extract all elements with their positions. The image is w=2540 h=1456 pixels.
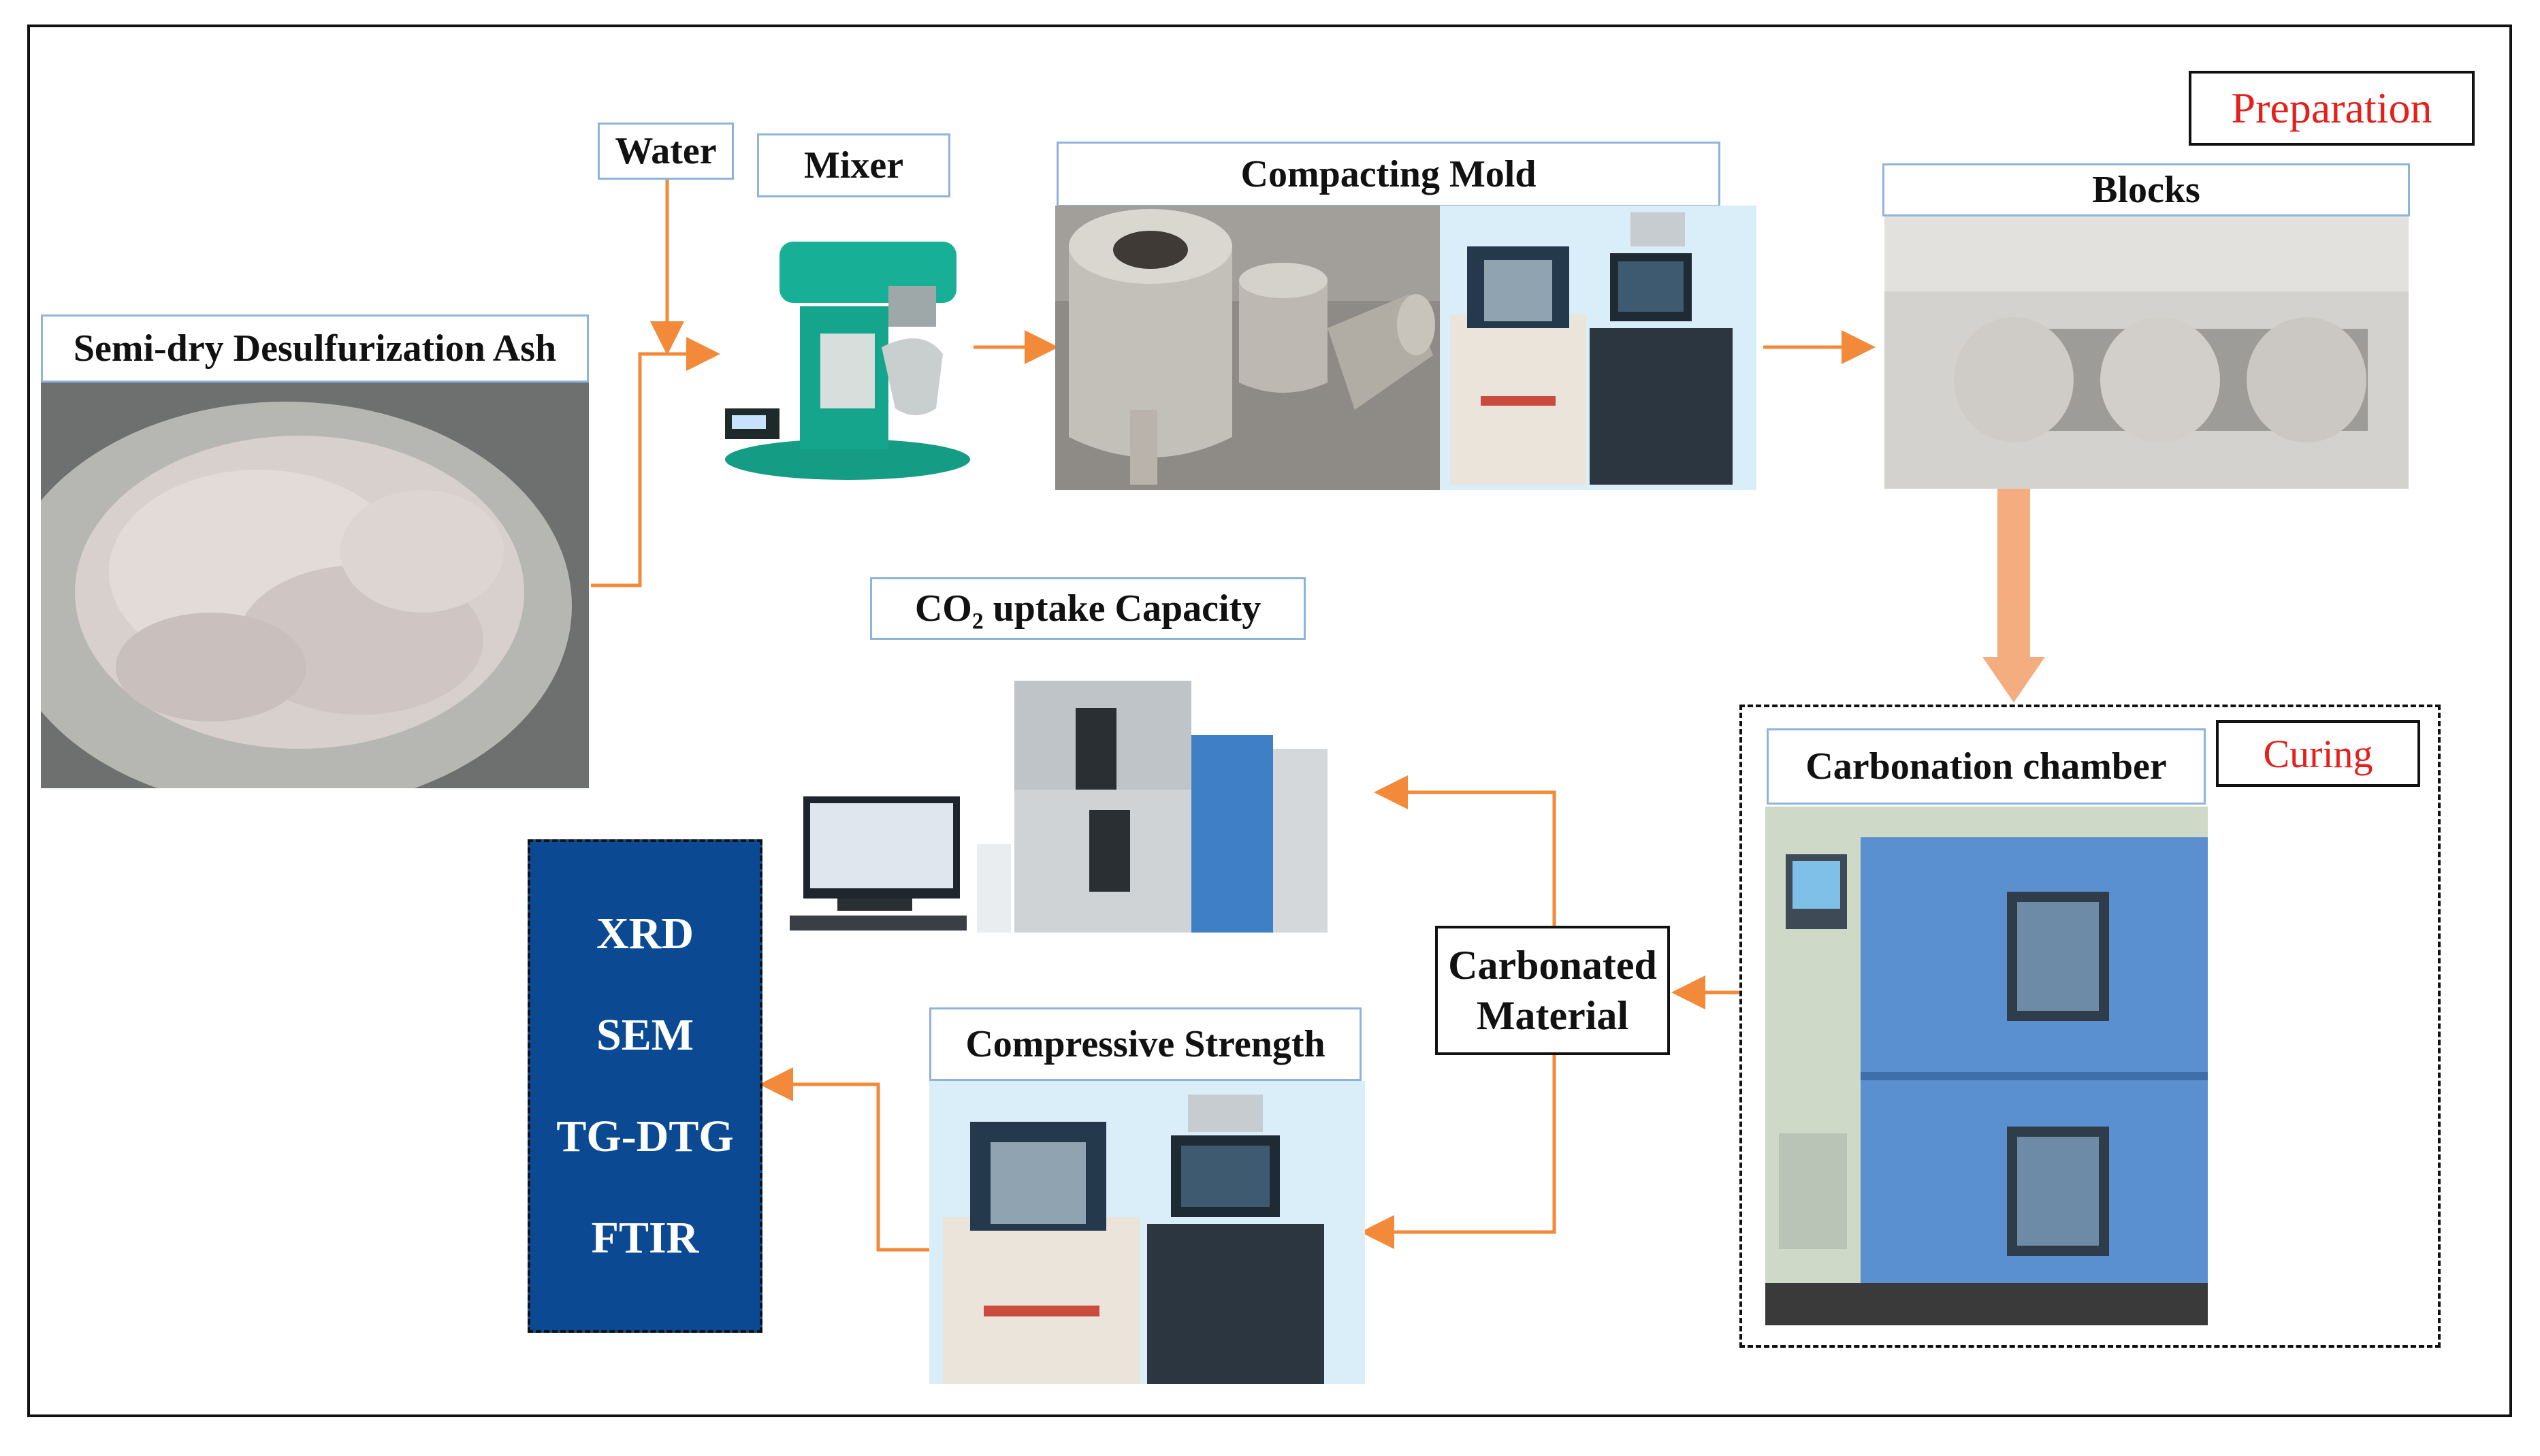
arrow-carbonated-to-strength — [1360, 1055, 1556, 1249]
characterization-tests-panel: XRD SEM TG-DTG FTIR — [528, 839, 762, 1333]
arrow-carbonated-to-co2 — [1374, 775, 1556, 926]
carbonated-material-line-1: Carbonated — [1448, 943, 1657, 988]
test-xrd: XRD — [596, 908, 694, 958]
stage-preparation: Preparation — [2189, 71, 2475, 146]
mixer-photo — [718, 225, 977, 483]
arrow-blocks-to-curing — [1982, 487, 2045, 702]
co2-analyzer-photo — [790, 653, 1355, 946]
label-carbonation-chamber: Carbonation chamber — [1767, 728, 2206, 805]
label-co2-uptake: CO₂ uptake Capacity — [870, 577, 1306, 640]
label-compacting-mold: Compacting Mold — [1057, 142, 1720, 207]
stage-curing: Curing — [2216, 720, 2420, 787]
label-blocks: Blocks — [1882, 163, 2410, 216]
test-sem: SEM — [596, 1009, 694, 1060]
label-water: Water — [598, 123, 734, 180]
carbonated-material-line-2: Material — [1476, 993, 1629, 1038]
carbonation-chamber-photo — [1765, 807, 2208, 1325]
outer-frame — [27, 25, 2512, 1417]
compressive-strength-photo — [929, 1081, 1365, 1384]
label-semi-dry-ash: Semi-dry Desulfurization Ash — [41, 314, 589, 383]
compression-machine-photo — [1440, 206, 1756, 490]
mold-photo — [1055, 206, 1440, 490]
carbonated-material-box: Carbonated Material — [1435, 926, 1670, 1055]
test-ftir: FTIR — [591, 1213, 699, 1263]
curing-region — [1739, 705, 2441, 1348]
label-compressive-strength: Compressive Strength — [929, 1007, 1362, 1081]
blocks-photo — [1884, 216, 2409, 489]
label-mixer: Mixer — [757, 133, 950, 197]
arrow-strength-to-tests — [759, 1067, 929, 1252]
ash-photo — [41, 381, 589, 788]
test-tg-dtg: TG-DTG — [556, 1112, 734, 1162]
arrow-ash-to-mixer — [591, 337, 720, 587]
